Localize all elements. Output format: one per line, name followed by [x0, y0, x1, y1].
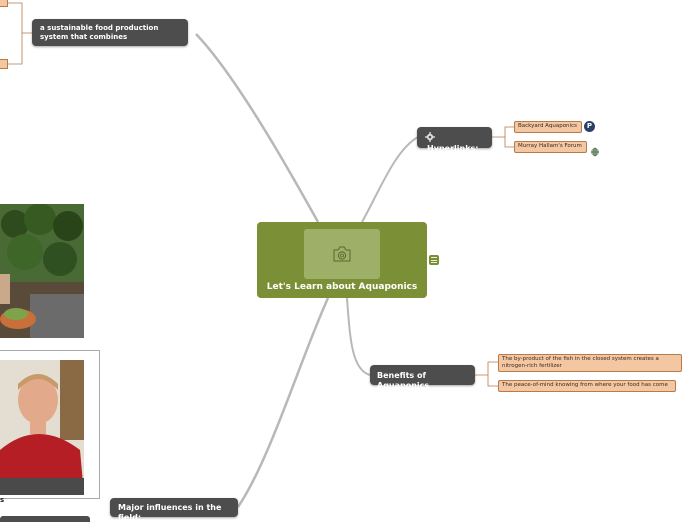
camera-icon: [333, 246, 351, 262]
globe-link-icon[interactable]: [590, 142, 600, 157]
gear-icon: [425, 132, 435, 142]
topic-hyperlinks[interactable]: Hyperlinks:: [417, 127, 492, 153]
clipped-leaf-top[interactable]: [0, 0, 8, 7]
topic-label: Benefits of Aquaponics: [377, 371, 430, 390]
garden-photo[interactable]: [0, 204, 84, 338]
central-topic[interactable]: Let's Learn about Aquaponics: [257, 222, 427, 298]
benefit-peace-of-mind[interactable]: The peace-of-mind knowing from where you…: [498, 380, 676, 392]
clipped-leaf-bottom[interactable]: [0, 59, 8, 69]
link-backyard-aquaponics[interactable]: Backyard Aquaponics: [514, 121, 582, 133]
topic-label: Major influences in the field:: [118, 503, 222, 522]
topic-label: Hyperlinks:: [427, 144, 479, 153]
topic-label: a sustainable food production system tha…: [40, 24, 159, 41]
topic-sustainable-food[interactable]: a sustainable food production system tha…: [32, 19, 188, 46]
topic-major-influences[interactable]: Major influences in the field:: [110, 498, 238, 522]
link-label: Backyard Aquaponics: [518, 123, 577, 129]
topic-benefits[interactable]: Benefits of Aquaponics: [370, 365, 475, 390]
benefit-text: The by-product of the fish in the closed…: [502, 356, 659, 369]
benefit-fertilizer[interactable]: The by-product of the fish in the closed…: [498, 354, 682, 372]
person-photo[interactable]: [0, 360, 84, 495]
caption-fragment: s: [0, 496, 5, 504]
clipped-node-bottom: [0, 516, 90, 522]
benefit-text: The peace-of-mind knowing from where you…: [502, 382, 668, 388]
p-badge-icon[interactable]: P: [584, 121, 595, 132]
link-murray-hallam-forum[interactable]: Murray Hallam's Forum: [514, 141, 587, 153]
central-topic-title: Let's Learn about Aquaponics: [266, 282, 418, 292]
notes-icon[interactable]: [429, 255, 439, 265]
link-label: Murray Hallam's Forum: [518, 143, 582, 149]
image-placeholder[interactable]: [304, 229, 380, 279]
